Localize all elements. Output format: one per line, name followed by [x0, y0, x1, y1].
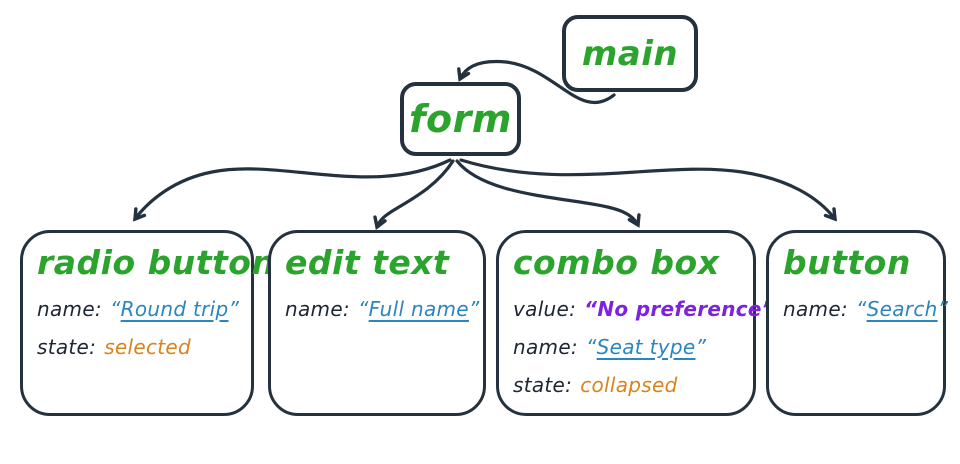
- node-form-label: form: [409, 97, 512, 141]
- close-quote: ”: [468, 296, 480, 321]
- prop-value-value: No preference: [597, 296, 762, 321]
- prop-row-value: value:“No preference”: [513, 295, 775, 323]
- arrow-form-to-edit-text: [377, 159, 455, 227]
- prop-row-name: name: “Full name”: [285, 295, 479, 323]
- prop-row-name: name: “Seat type”: [513, 333, 739, 361]
- node-radio-button: radio button name: “Round trip” state: sel…: [20, 230, 276, 416]
- close-quote: ”: [228, 296, 240, 321]
- prop-row-state: state: collapsed: [513, 371, 739, 399]
- prop-row-state: state: selected: [37, 333, 237, 361]
- open-quote: “: [584, 296, 598, 321]
- prop-label: name:: [285, 296, 350, 321]
- node-button-title: button: [783, 243, 911, 282]
- prop-value-name: Seat type: [596, 334, 696, 359]
- node-form: form: [400, 82, 521, 156]
- prop-label: state:: [513, 372, 573, 397]
- node-main-label: main: [581, 33, 679, 74]
- node-radio-button-title: radio button: [37, 243, 276, 282]
- prop-label: name:: [513, 334, 578, 359]
- node-main: main: [562, 15, 698, 92]
- prop-value-name: Search: [866, 296, 938, 321]
- open-quote: “: [585, 334, 597, 359]
- prop-value-name: Round trip: [120, 296, 229, 321]
- prop-row-name: name: “Round trip”: [37, 295, 240, 323]
- open-quote: “: [855, 296, 867, 321]
- open-quote: “: [357, 296, 369, 321]
- node-edit-text-title: edit text: [285, 243, 450, 282]
- arrow-form-to-radio-button: [135, 158, 452, 219]
- arrow-form-to-button: [459, 158, 835, 219]
- node-combo-box-title: combo box: [513, 243, 720, 282]
- arrow-form-to-combo-box: [455, 159, 638, 225]
- prop-label: name:: [783, 296, 848, 321]
- prop-label: name:: [37, 296, 102, 321]
- close-quote: ”: [695, 334, 707, 359]
- node-combo-box: combo box value:“No preference” name:“Se…: [496, 230, 775, 416]
- prop-label: value:: [513, 296, 577, 321]
- close-quote: ”: [937, 296, 949, 321]
- prop-value-state: collapsed: [580, 372, 678, 397]
- prop-label: state:: [37, 334, 97, 359]
- open-quote: “: [109, 296, 121, 321]
- prop-value-name: Full name: [368, 296, 469, 321]
- prop-value-state: selected: [104, 334, 192, 359]
- node-edit-text: edit text name: “Full name”: [268, 230, 486, 416]
- prop-row-name: name: “Search”: [783, 295, 948, 323]
- node-button: button name: “Search”: [766, 230, 948, 416]
